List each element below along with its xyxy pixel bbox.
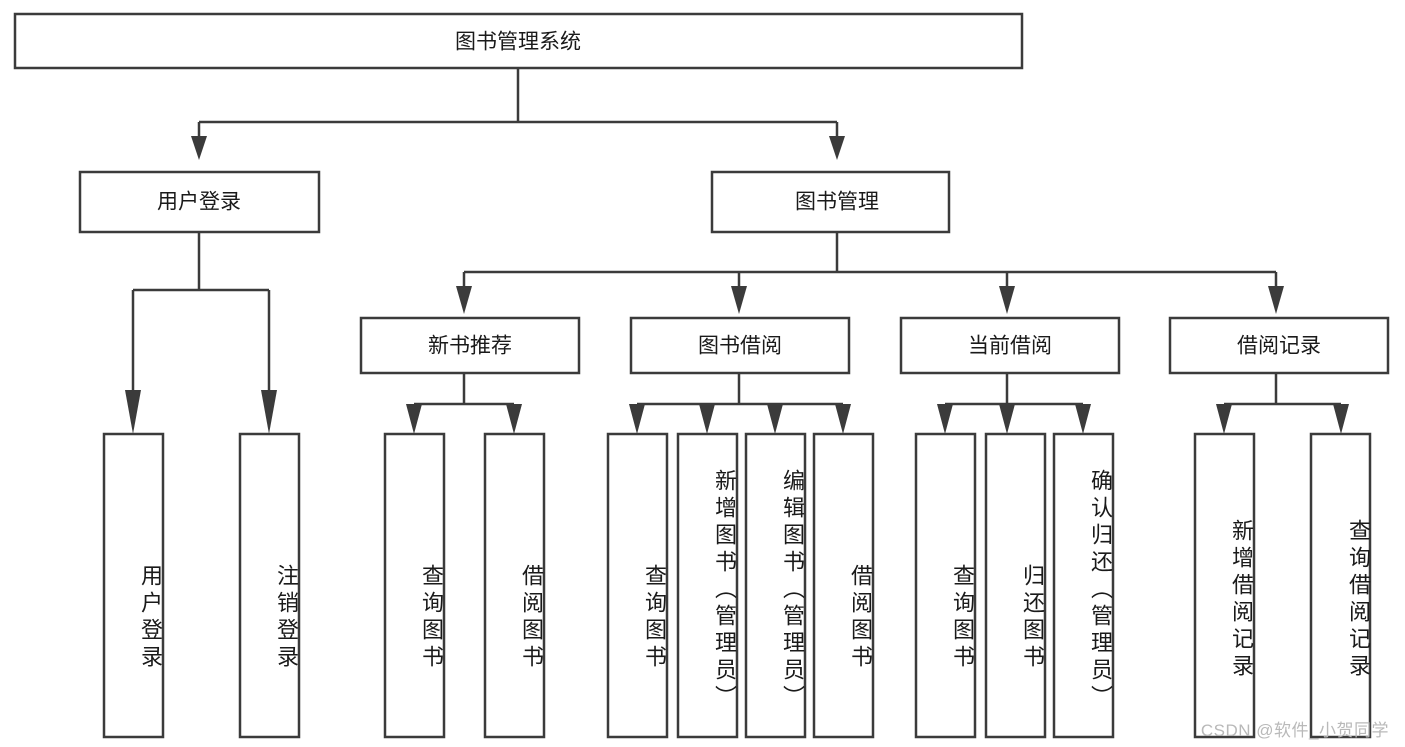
node-user-login-label: 用户登录: [157, 191, 241, 214]
connector-group-borrow-record: [1216, 373, 1349, 434]
arrow-bookmanage-to-currentborrow: [999, 286, 1015, 314]
arrow-currentborrow-to-leaf2: [999, 404, 1015, 434]
connector-group-user-login: [125, 232, 277, 434]
node-current-borrow[interactable]: 当前借阅: [899, 316, 1121, 375]
node-root[interactable]: 图书管理系统: [13, 12, 1024, 70]
node-borrow-record[interactable]: 借阅记录: [1168, 316, 1390, 375]
arrow-borrowrecord-to-leaf2: [1333, 404, 1349, 434]
node-current-borrow-label: 当前借阅: [968, 335, 1052, 358]
node-book-manage-label: 图书管理: [795, 191, 879, 214]
arrow-bookborrow-to-leaf4: [835, 404, 851, 434]
node-new-book-rec-box[interactable]: [359, 316, 581, 375]
arrow-userlogin-to-leaf2: [261, 390, 277, 434]
node-book-borrow[interactable]: 图书借阅: [629, 316, 851, 375]
node-borrow-record-label: 借阅记录: [1237, 335, 1321, 358]
node-leaf-confirm-return-admin-box[interactable]: [1052, 432, 1115, 739]
node-leaf-return-book-box[interactable]: [984, 432, 1047, 739]
arrow-borrowrecord-to-leaf1: [1216, 404, 1232, 434]
connector-group-root: [191, 68, 845, 160]
arrow-bookborrow-to-leaf1: [629, 404, 645, 434]
node-leaf-query-book-2-box[interactable]: [606, 432, 669, 739]
node-root-label: 图书管理系统: [455, 31, 581, 54]
arrow-bookborrow-to-leaf3: [767, 404, 783, 434]
arrow-userlogin-to-leaf1: [125, 390, 141, 434]
arrow-bookborrow-to-leaf2: [699, 404, 715, 434]
node-new-book-rec[interactable]: 新书推荐: [359, 316, 581, 375]
node-book-manage-box[interactable]: [710, 170, 951, 234]
node-root-box[interactable]: [13, 12, 1024, 70]
node-borrow-record-box[interactable]: [1168, 316, 1390, 375]
connector-group-book-manage: [456, 232, 1284, 314]
node-leaf-user-login-box[interactable]: [102, 432, 165, 739]
node-leaf-query-book-3-box[interactable]: [914, 432, 977, 739]
node-leaf-add-borrow-record-box[interactable]: [1193, 432, 1256, 739]
node-leaf-logout-box[interactable]: [238, 432, 301, 739]
node-leaf-add-book-admin-box[interactable]: [676, 432, 739, 739]
arrow-bookmanage-to-newbook: [456, 286, 472, 314]
arrow-bookmanage-to-borrowrecord: [1268, 286, 1284, 314]
arrow-root-to-book-manage: [829, 136, 845, 160]
node-current-borrow-box[interactable]: [899, 316, 1121, 375]
node-book-manage[interactable]: 图书管理: [710, 170, 951, 234]
arrow-bookmanage-to-bookborrow: [731, 286, 747, 314]
arrow-newbook-to-leaf1: [406, 404, 422, 434]
node-leaf-edit-book-admin-box[interactable]: [744, 432, 807, 739]
node-user-login-box[interactable]: [78, 170, 321, 234]
connector-group-current-borrow: [937, 373, 1091, 434]
arrow-currentborrow-to-leaf3: [1075, 404, 1091, 434]
node-leaf-borrow-book-1-box[interactable]: [483, 432, 546, 739]
watermark-text: CSDN @软件_小贺同学: [1200, 721, 1389, 740]
node-book-borrow-box[interactable]: [629, 316, 851, 375]
arrow-root-to-user-login: [191, 136, 207, 160]
node-book-borrow-label: 图书借阅: [698, 335, 782, 358]
connector-group-book-borrow: [629, 373, 851, 434]
connector-group-new-book-rec: [406, 373, 522, 434]
arrow-newbook-to-leaf2: [506, 404, 522, 434]
node-new-book-rec-label: 新书推荐: [428, 335, 512, 358]
arrow-currentborrow-to-leaf1: [937, 404, 953, 434]
node-user-login[interactable]: 用户登录: [78, 170, 321, 234]
node-leaf-borrow-book-2-box[interactable]: [812, 432, 875, 739]
node-leaf-query-borrow-record-box[interactable]: [1309, 432, 1372, 739]
node-leaf-query-book-1-box[interactable]: [383, 432, 446, 739]
